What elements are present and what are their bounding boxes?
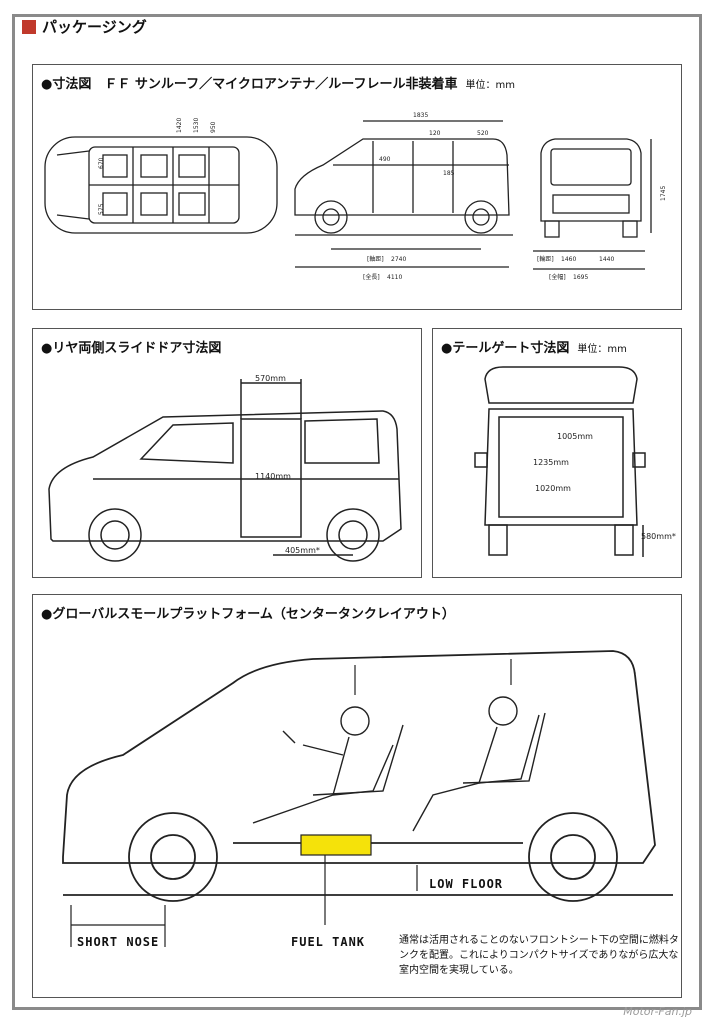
- slide-door-panel: ●リヤ両側スライドドア寸法図 570mm 1140mm 405mm*: [32, 328, 422, 578]
- platform-car-body: [62, 650, 673, 902]
- headroom-arrows: [70, 659, 512, 947]
- tailgate-title-text: ●テールゲート寸法図: [441, 341, 570, 356]
- slide-door-width: 570mm: [255, 374, 286, 383]
- tailgate-drawing: 1005mm 1235mm 1020mm 580mm*: [474, 366, 676, 557]
- rear-view-car: [533, 138, 652, 270]
- side-dim-520: 520: [477, 130, 489, 137]
- platform-drawing: [62, 650, 673, 947]
- tailgate-width-lower: 1020mm: [535, 484, 571, 493]
- top-dim-1: 670: [98, 157, 105, 169]
- fuel-tank-shape: [300, 834, 372, 856]
- dimensions-title: ●寸法図 ＦＦ サンルーフ／マイクロアンテナ／ルーフレール非装着車単位：mm: [41, 73, 515, 92]
- tailgate-car: [474, 366, 646, 557]
- side-dim-1835: 1835: [413, 112, 428, 119]
- side-length-label: [全長]: [363, 273, 380, 281]
- slide-door-drawing: 570mm 1140mm 405mm*: [48, 374, 402, 562]
- top-dim-5: 950: [210, 121, 217, 133]
- dimensions-unit: 単位：mm: [465, 80, 516, 91]
- page-title: パッケージング: [42, 18, 147, 36]
- top-dim-2: 575: [98, 203, 105, 215]
- rear-tread-label: [輪距]: [537, 255, 554, 263]
- dimensions-title-text: ●寸法図 ＦＦ サンルーフ／マイクロアンテナ／ルーフレール非装着車: [41, 77, 458, 92]
- platform-panel: ●グローバルスモールプラットフォーム（センタータンクレイアウト）: [32, 594, 682, 998]
- passenger-figure: [412, 696, 546, 832]
- side-dim-120: 120: [429, 130, 441, 137]
- platform-title: ●グローバルスモールプラットフォーム（センタータンクレイアウト）: [41, 607, 455, 622]
- side-wheelbase: 2740: [391, 256, 406, 263]
- slide-door-step: 405mm*: [285, 546, 320, 555]
- driver-figure: [252, 706, 404, 824]
- platform-note: 通常は活用されることのないフロントシート下の空間に燃料タンクを配置。これによりコ…: [399, 935, 679, 976]
- tailgate-panel: ●テールゲート寸法図単位：mm 1005mm 1235mm 1020mm 580…: [432, 328, 682, 578]
- side-view-car: [294, 120, 513, 268]
- side-wheelbase-label: [軸距]: [367, 255, 384, 263]
- slide-door-title: ●リヤ両側スライドドア寸法図: [41, 341, 222, 356]
- slide-door-car: [48, 379, 402, 562]
- heading-marker: [22, 19, 36, 34]
- slide-door-height: 1140mm: [255, 472, 291, 481]
- side-length: 4110: [387, 274, 402, 281]
- short-nose-label: SHORT NOSE: [77, 935, 160, 949]
- top-dim-4: 1530: [193, 118, 200, 133]
- side-dim-185: 185: [443, 170, 455, 177]
- section-heading: パッケージング: [22, 16, 147, 37]
- side-dim-490: 490: [379, 156, 391, 163]
- watermark: Motor-Fan.jp: [623, 1005, 692, 1018]
- fuel-tank-label: FUEL TANK: [291, 935, 366, 949]
- low-floor-label: LOW FLOOR: [429, 877, 504, 891]
- tailgate-width-upper: 1235mm: [533, 458, 569, 467]
- dimensions-panel: ●寸法図 ＦＦ サンルーフ／マイクロアンテナ／ルーフレール非装着車単位：mm 6…: [32, 64, 682, 310]
- top-view-car: [44, 136, 278, 234]
- rear-tread-rear: 1440: [599, 256, 614, 263]
- top-dim-3: 1420: [176, 118, 183, 133]
- rear-width-label: [全幅]: [549, 273, 566, 281]
- tailgate-sill: 580mm*: [641, 532, 676, 541]
- tailgate-opening-height: 1005mm: [557, 432, 593, 441]
- tailgate-unit: 単位：mm: [577, 344, 627, 355]
- tailgate-title: ●テールゲート寸法図単位：mm: [441, 337, 627, 356]
- rear-width: 1695: [573, 274, 588, 281]
- rear-tread-front: 1460: [561, 256, 576, 263]
- top-view-drawing: 670 575 1420 1530 950 1835 490 120 185 5…: [44, 112, 667, 281]
- rear-height: 1745: [660, 186, 667, 201]
